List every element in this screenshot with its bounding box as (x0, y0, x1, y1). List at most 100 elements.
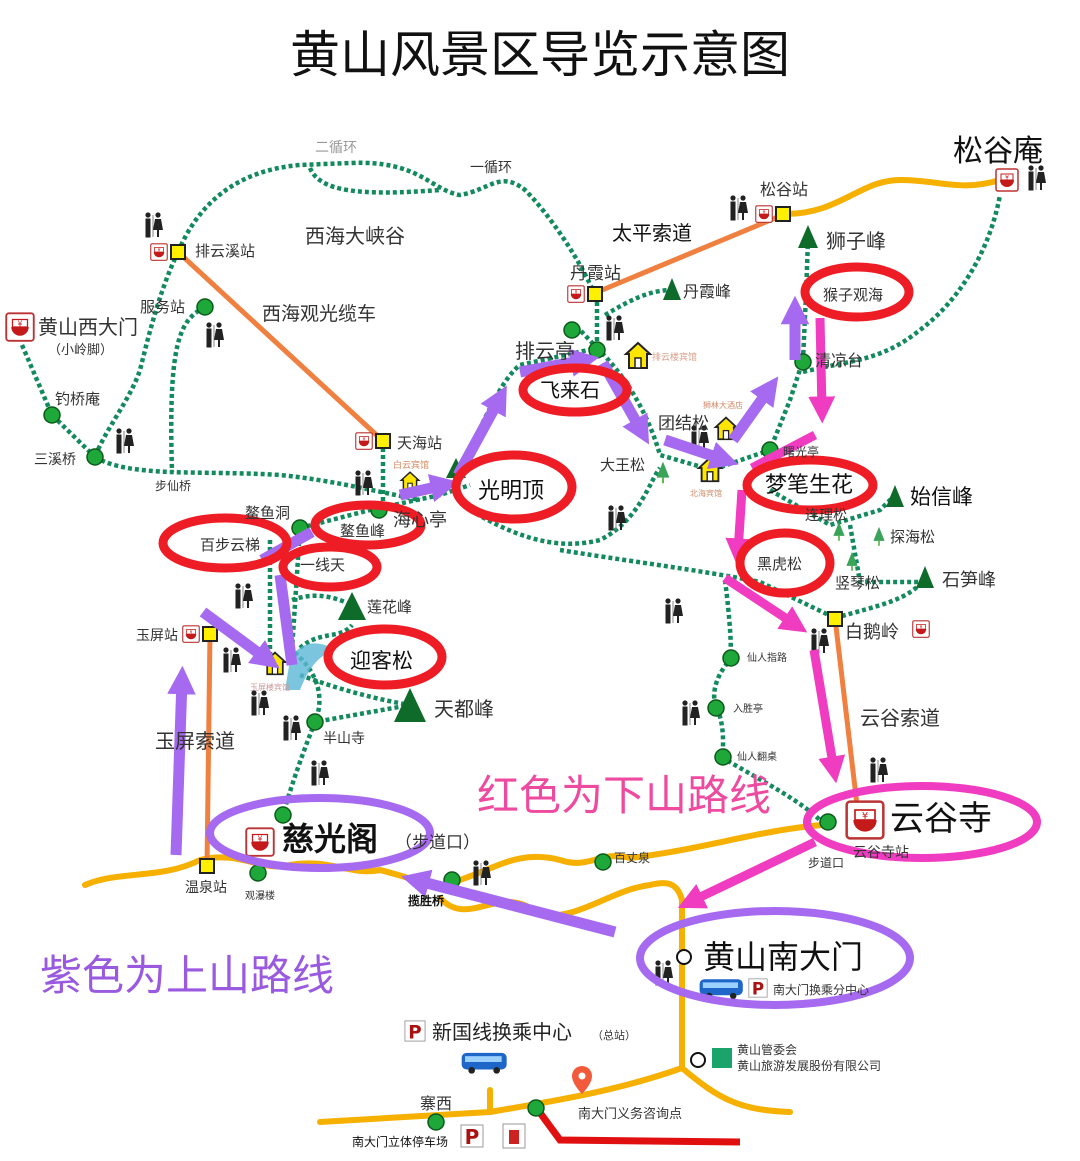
label: 入胜亭 (733, 702, 763, 715)
label: 白鹅岭 (845, 622, 899, 643)
label: 天海站 (397, 434, 442, 452)
admin-logo-icon (712, 1048, 732, 1068)
label: 步仙桥 (155, 479, 191, 493)
label: 连理松 (805, 508, 847, 524)
label: 排云楼宾馆 (652, 351, 697, 363)
label: 丹霞峰 (683, 282, 731, 301)
label: 三溪桥 (34, 452, 76, 468)
toilet-icons (5, 165, 1046, 986)
ring-guangmingding (451, 450, 577, 524)
label: 揽胜桥 (408, 893, 445, 908)
label: 白云宾馆 (393, 459, 429, 471)
label: 玉屏楼宾馆 (250, 682, 290, 692)
label: 钓桥庵 (55, 390, 100, 408)
label: 松谷站 (760, 180, 808, 199)
label: 南大门换乘分中心 (773, 982, 869, 997)
label: 石笋峰 (942, 570, 996, 591)
ring-yingkesong (323, 624, 447, 690)
label: 黑虎松 (757, 555, 802, 573)
label: 一循环 (470, 160, 512, 176)
taiping-cableway (594, 211, 786, 296)
label: 二循环 (315, 140, 357, 156)
label: 猴子观海 (823, 286, 883, 304)
xihai-cableway (176, 250, 385, 443)
label: 温泉站 (185, 879, 227, 896)
label: 松谷庵 (953, 134, 1043, 169)
label: 曙光亭 (783, 444, 819, 459)
ring-baibuyunti (158, 513, 292, 573)
ring-heihusong (735, 528, 835, 598)
transport-icons (404, 978, 768, 1149)
label: 鳌鱼峰 (340, 522, 385, 540)
label: 百步云梯 (200, 536, 260, 554)
label: 仙人指路 (747, 651, 787, 664)
ring-ciguangge (206, 794, 434, 872)
label: 西海观光缆车 (262, 303, 376, 325)
road-songgu (782, 177, 1003, 217)
downhill-route (677, 317, 846, 909)
welcome-pine-icon (285, 643, 335, 690)
legend-uphill: 紫色为上山路线 (40, 951, 334, 1000)
scenic-nodes (43, 298, 837, 1131)
label: 黄山管委会 (737, 1042, 797, 1057)
label: 丹霞站 (570, 264, 621, 284)
label: 北海宾馆 (690, 488, 722, 498)
ring-yixiantian (278, 542, 382, 592)
road-gate (317, 897, 793, 1125)
label: 天都峰 (434, 697, 494, 721)
label: 黄山西大门 (38, 315, 138, 339)
label: 团结松 (658, 414, 709, 434)
label: 玉屏索道 (155, 729, 235, 753)
map-title: 黄山风景区导览示意图 (290, 26, 790, 84)
road-red (535, 1107, 741, 1146)
label: 梦笔生花 (765, 473, 853, 498)
label: 百丈泉 (614, 851, 650, 865)
label: 太平索道 (612, 221, 692, 245)
label: （总站） (592, 1028, 636, 1042)
label: 云谷寺站 (853, 845, 909, 861)
ring-south-gate (636, 907, 914, 1009)
ring-houziguanhai (800, 262, 914, 322)
ring-yungusi (803, 782, 1041, 862)
label: 服务站 (140, 298, 185, 316)
label: 黄山旅游发展股份有限公司 (737, 1058, 881, 1073)
label: 南大门立体停车场 (352, 1134, 448, 1149)
ring-aoyufeng (310, 500, 426, 550)
label: 鳌鱼洞 (245, 504, 290, 522)
label: 大王松 (600, 456, 645, 474)
label: 清凉台 (815, 351, 863, 370)
label: 始信峰 (910, 485, 973, 509)
label: 狮子峰 (826, 229, 886, 253)
label: 排云亭 (515, 339, 575, 363)
label: 狮林大酒店 (703, 400, 743, 410)
place-labels: 二循环 一循环 西海大峡谷 排云溪站 服务站 西海观光缆车 黄山西大门 （小岭脚… (34, 134, 1043, 1149)
legend-downhill: 红色为下山路线 (477, 771, 771, 820)
label: 黄山南大门 (703, 938, 863, 976)
ring-feilaishi (518, 363, 632, 417)
label: （小岭脚） (48, 342, 113, 358)
label: 迎客松 (350, 649, 413, 673)
label: 莲花峰 (367, 598, 412, 616)
label: 光明顶 (478, 479, 544, 504)
peak-icons (263, 225, 934, 722)
label: 新国线换乘中心 (432, 1020, 572, 1044)
label: 慈光阁 (282, 820, 378, 858)
label: 云谷寺 (890, 799, 992, 839)
label: （步道口） (395, 833, 480, 853)
label: 玉屏站 (136, 628, 178, 644)
cableway-stations (150, 205, 930, 874)
label: 仙人翻桌 (737, 750, 777, 763)
label: 观瀑楼 (245, 889, 275, 902)
label: 云谷索道 (860, 706, 940, 730)
yungu-cableway (832, 617, 860, 806)
label: 南大门义务咨询点 (578, 1106, 682, 1122)
label: 西海大峡谷 (305, 224, 405, 248)
label: 海心亭 (393, 510, 447, 531)
label: 步道口 (808, 856, 844, 870)
label: 排云溪站 (195, 242, 255, 260)
label: 半山寺 (323, 731, 365, 747)
label: 竖琴松 (835, 574, 880, 592)
road-lower (437, 880, 685, 919)
label: 探海松 (890, 528, 935, 546)
